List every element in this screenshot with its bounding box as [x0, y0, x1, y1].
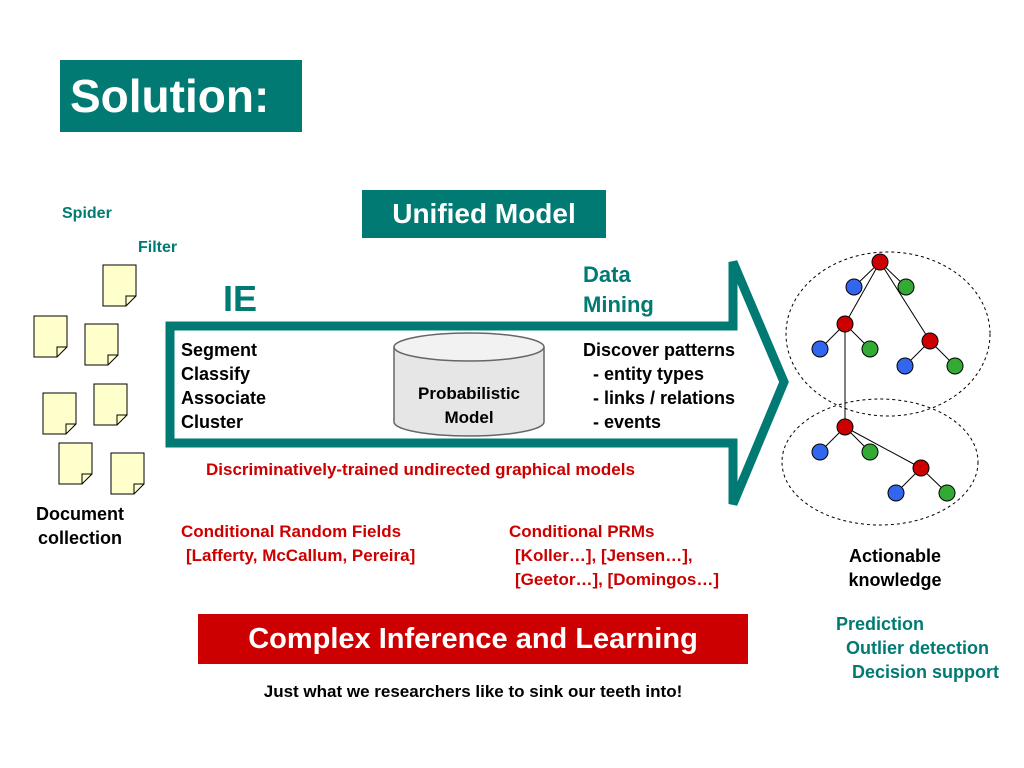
- prm-title: Conditional PRMs: [509, 522, 655, 541]
- data-mining-line: Data: [583, 262, 631, 287]
- actionable-knowledge-line: knowledge: [848, 570, 942, 590]
- graph-node-red: [836, 315, 854, 333]
- tagline: Just what we researchers like to sink ou…: [263, 682, 683, 701]
- applications-list: Prediction Outlier detection Decision su…: [836, 612, 999, 684]
- application-item: Outlier detection: [846, 638, 990, 658]
- discriminative-caption: Discriminatively-trained undirected grap…: [206, 460, 635, 479]
- graph-node-blue: [811, 340, 829, 358]
- discover-patterns-block: Discover patterns - entity types - links…: [583, 338, 735, 434]
- graph-node-green: [938, 484, 956, 502]
- graph-cluster-outline: [781, 398, 979, 526]
- probabilistic-model-line: Probabilistic: [417, 384, 521, 403]
- discover-item: - entity types: [593, 364, 705, 384]
- filter-label: Filter: [138, 239, 178, 256]
- graph-edges: [819, 261, 956, 494]
- actionable-knowledge-line: Actionable: [848, 546, 941, 566]
- spider-label: Spider: [62, 205, 112, 222]
- ie-step: Classify: [181, 364, 251, 384]
- document-icon: [110, 452, 145, 495]
- graph-node-red: [871, 253, 889, 271]
- application-item: Decision support: [852, 662, 1000, 682]
- probabilistic-model-label: Probabilistic Model: [394, 382, 544, 430]
- graph-node-blue: [845, 278, 863, 296]
- complex-inference-label: Complex Inference and Learning: [198, 614, 748, 664]
- database-cylinder: [393, 332, 545, 437]
- probabilistic-model-line: Model: [444, 408, 494, 427]
- crf-title: Conditional Random Fields: [181, 522, 402, 541]
- ie-step: Associate: [181, 388, 267, 408]
- document-collection-label: Document collection: [30, 502, 130, 550]
- data-mining-line: Mining: [583, 292, 654, 317]
- graph-node-green: [897, 278, 915, 296]
- actionable-knowledge-label: Actionable knowledge: [830, 544, 960, 592]
- document-icon: [58, 442, 93, 485]
- ie-step: Segment: [181, 340, 258, 360]
- graph-nodes: [811, 253, 964, 502]
- crf-block: Conditional Random Fields [Lafferty, McC…: [181, 520, 415, 568]
- graph-node-red: [921, 332, 939, 350]
- document-collection-line: collection: [37, 528, 122, 548]
- prm-citation: [Koller…], [Jensen…],: [515, 546, 693, 565]
- graph-node-green: [861, 443, 879, 461]
- discover-item: - events: [593, 412, 662, 432]
- document-icon: [93, 383, 128, 426]
- data-mining-label: Data Mining: [583, 260, 654, 320]
- document-icon: [33, 315, 68, 358]
- document-icon: [84, 323, 119, 366]
- ie-label: IE: [223, 278, 258, 319]
- graph-node-blue: [811, 443, 829, 461]
- crf-citation: [Lafferty, McCallum, Pereira]: [186, 546, 416, 565]
- discover-item: - links / relations: [593, 388, 736, 408]
- graph-node-green: [861, 340, 879, 358]
- document-collection-line: Document: [35, 504, 124, 524]
- ie-step: Cluster: [181, 412, 244, 432]
- graph-node-green: [946, 357, 964, 375]
- prm-citation: [Geetor…], [Domingos…]: [515, 570, 719, 589]
- document-icon: [102, 264, 137, 307]
- document-icons: [33, 264, 145, 495]
- graph-node-blue: [887, 484, 905, 502]
- application-item: Prediction: [836, 614, 925, 634]
- document-icon: [42, 392, 77, 435]
- graph-node-blue: [896, 357, 914, 375]
- slide-title: Solution:: [60, 60, 302, 132]
- graph-node-red: [836, 418, 854, 436]
- unified-model-label: Unified Model: [362, 190, 606, 238]
- discover-heading: Discover patterns: [583, 340, 736, 360]
- prm-block: Conditional PRMs [Koller…], [Jensen…], […: [509, 520, 719, 592]
- ie-steps-list: Segment Classify Associate Cluster: [181, 338, 266, 434]
- graph-cluster-outline: [785, 251, 991, 417]
- graph-node-red: [912, 459, 930, 477]
